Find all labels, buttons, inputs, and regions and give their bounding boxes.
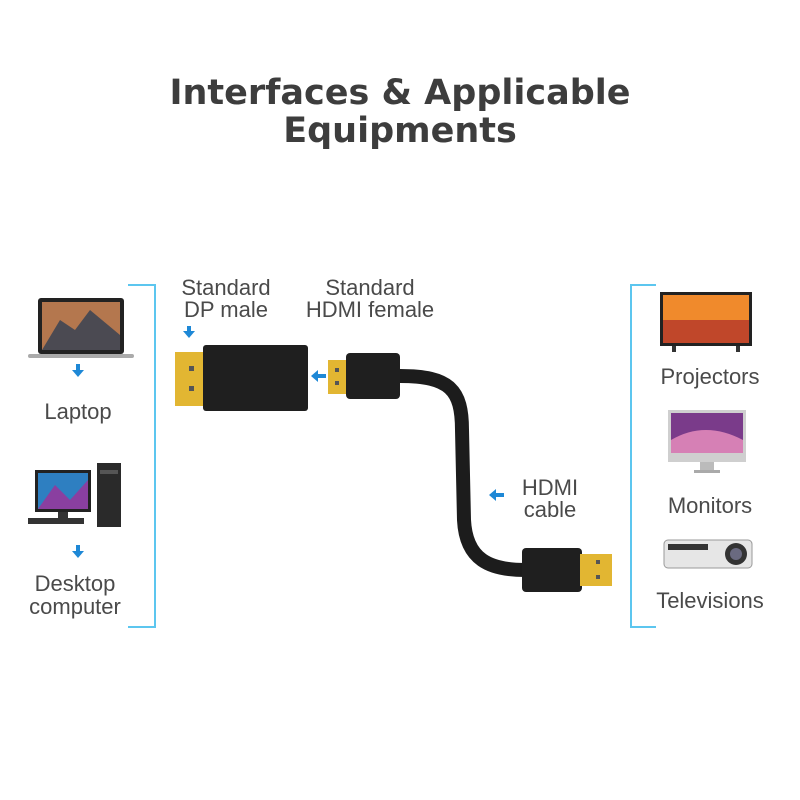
arrow-left-icon — [311, 370, 504, 501]
hdmi-cable-label-2: cable — [523, 497, 577, 522]
projector-icon — [663, 539, 753, 569]
hdmi-plug-top — [328, 353, 400, 399]
monitor-icon — [668, 410, 746, 473]
arrow-down-icon — [72, 326, 195, 558]
television-icon — [660, 292, 752, 352]
desktop-computer-icon — [28, 463, 121, 527]
hdmi-female-label-1: Standard — [325, 275, 415, 300]
hdmi-female-label-2: HDMI female — [305, 297, 435, 322]
left-bracket — [128, 284, 156, 628]
projectors-label: Projectors — [660, 364, 760, 389]
hdmi-cable-label-1: HDMI — [521, 475, 579, 500]
dp-connector — [175, 345, 308, 411]
monitors-label: Monitors — [667, 493, 753, 518]
hdmi-cable — [399, 369, 526, 577]
desktop-label-1: Desktop — [34, 571, 116, 596]
hdmi-plug-bottom — [522, 548, 612, 592]
dp-label-2: DP male — [184, 297, 268, 322]
laptop-icon — [28, 298, 134, 358]
televisions-label: Televisions — [656, 588, 764, 613]
laptop-label: Laptop — [44, 399, 112, 424]
desktop-label-2: computer — [29, 594, 121, 619]
right-bracket — [630, 284, 656, 628]
dp-label-1: Standard — [181, 275, 271, 300]
title-line-2: Equipments — [283, 111, 517, 151]
title-line-1: Interfaces & Applicable — [169, 73, 631, 113]
